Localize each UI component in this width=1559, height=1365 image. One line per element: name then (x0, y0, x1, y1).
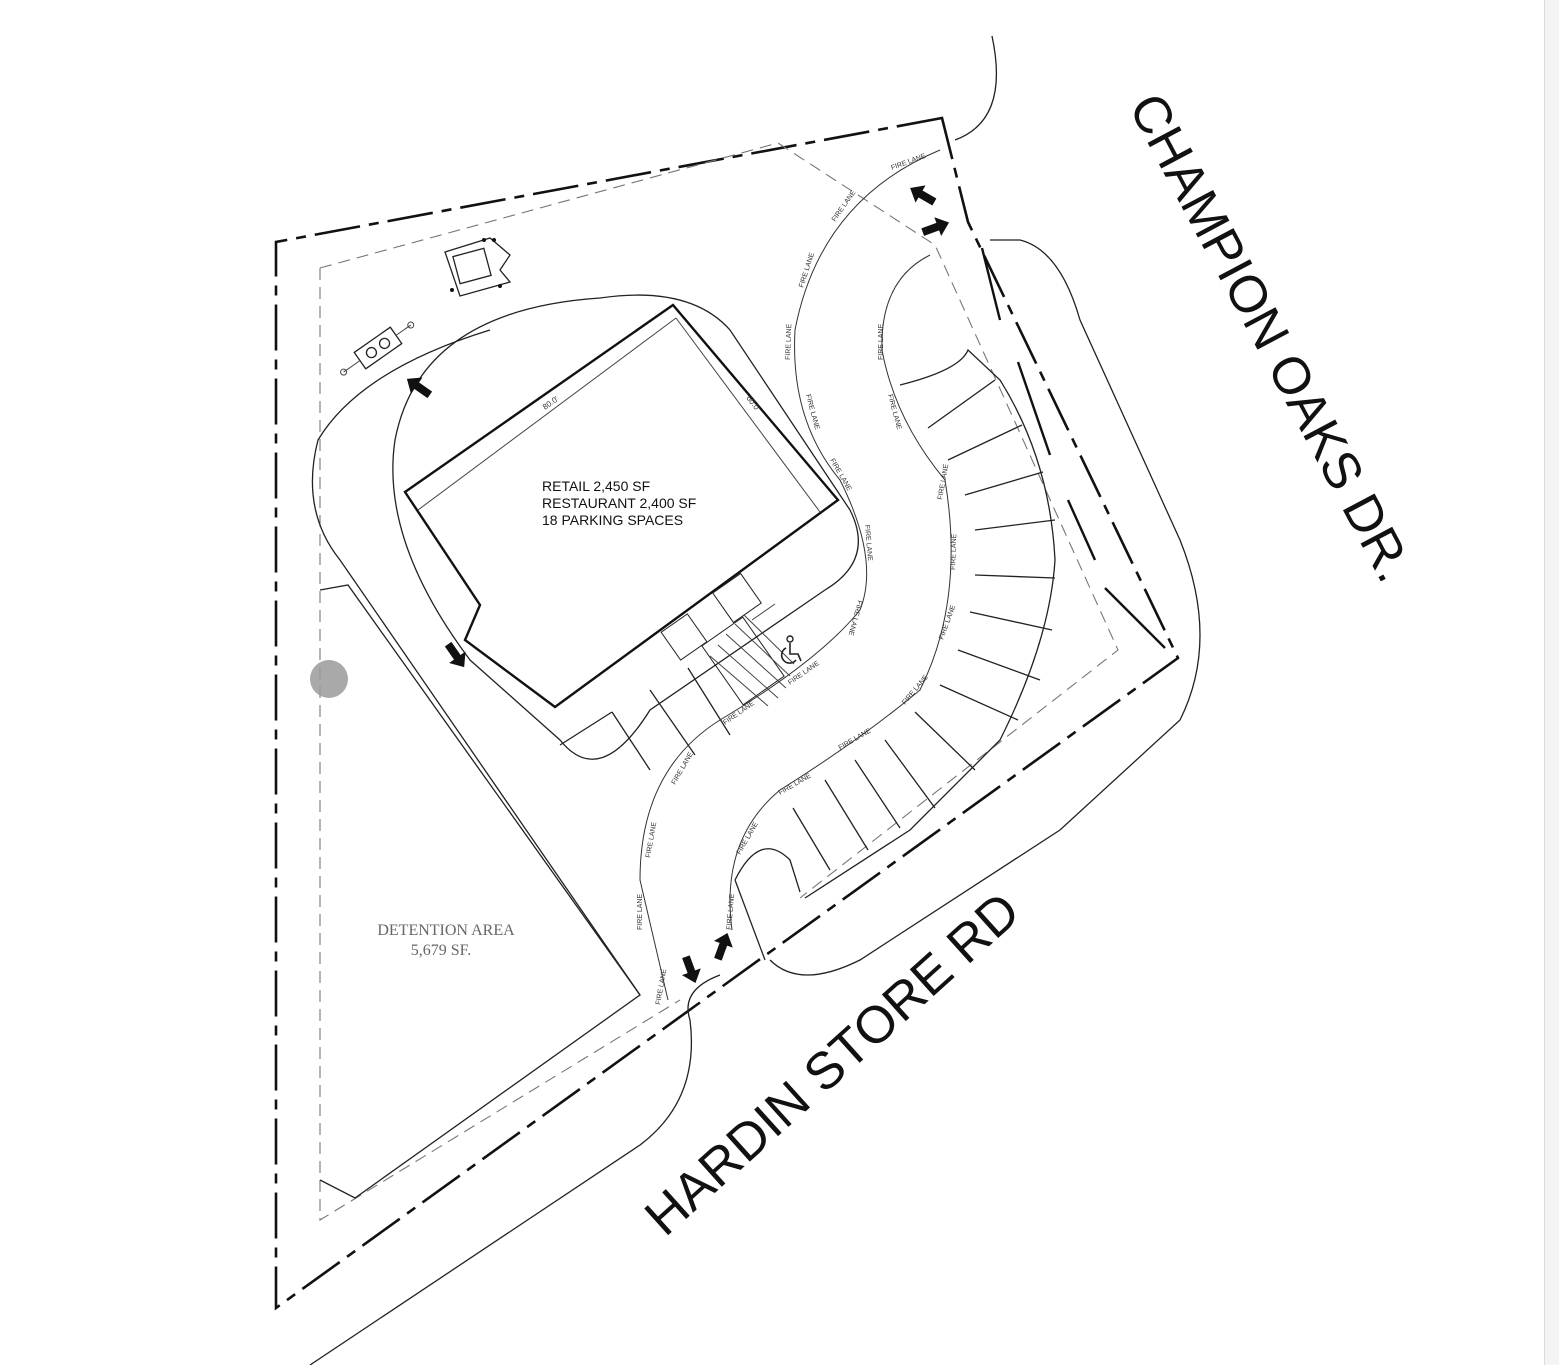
fire-lane-label: FIRE LANE (655, 968, 668, 1005)
detention-area-size: 5,679 SF. (411, 942, 472, 959)
touch-indicator (310, 660, 348, 698)
fire-lane-label: FIRE LANE (726, 893, 736, 930)
fire-lane-label: FIRE LANE (645, 821, 658, 858)
road-curve-east (769, 239, 1201, 976)
fire-lane-label: FIRE LANE (937, 463, 950, 500)
fire-lane-label: FIRE LANE (901, 674, 930, 706)
curb-inner (392, 294, 859, 760)
detention-area-label: DETENTION AREA (377, 922, 515, 939)
drive-edge-west (311, 329, 641, 996)
fire-lane-label: FIRE LANE (722, 700, 756, 727)
street-label-champion-oaks: CHAMPION OAKS DR. (1117, 84, 1423, 591)
fire-lane-label: FIRE LANE (671, 751, 695, 786)
building-width-dimension (417, 317, 677, 511)
road-edge-champion-oaks (954, 35, 998, 141)
crosswalk (660, 572, 795, 707)
fire-lane-label: FIRE LANE (778, 772, 813, 796)
fire-lane-path-inner (729, 254, 952, 931)
road-edge-hardin-store (309, 974, 721, 1365)
dumpster-enclosure-icon (444, 237, 512, 297)
street-label-hardin-store: HARDIN STORE RD (634, 882, 1031, 1247)
building-label-retail: RETAIL 2,450 SF (542, 478, 650, 494)
accessible-sign-bar (751, 603, 776, 621)
building-label-restaurant: RESTAURANT 2,400 SF (542, 495, 696, 511)
fire-lane-label: FIRE LANE (828, 458, 852, 493)
fire-lane-label: FIRE LANE (950, 533, 958, 570)
fire-lane-label: FIRE LANE (847, 599, 863, 636)
fire-lane-path (639, 149, 941, 1001)
fire-lane-label: FIRE LANE (736, 821, 760, 856)
parking-stripes-south (559, 667, 731, 771)
detention-area-outline (319, 584, 641, 1199)
building-depth-dimension (675, 317, 821, 513)
fire-lane-label: FIRE LANE (787, 660, 821, 687)
row-line-champion-oaks (980, 247, 1166, 649)
setback-line (319, 142, 1119, 1221)
accessible-parking-icon (780, 635, 802, 664)
dimension-depth-label: 60.0' (744, 394, 762, 413)
building-footprint (403, 303, 840, 709)
scrollbar-track[interactable] (1544, 0, 1559, 1365)
dimension-width-label: 80.0' (541, 394, 561, 411)
property-boundary (274, 116, 1180, 1311)
direction-arrow-icon (406, 185, 950, 984)
fire-lane-label: FIRE LANE (831, 189, 858, 223)
fire-lane-label: FIRE LANE (878, 323, 885, 360)
parking-row-east (804, 348, 1056, 899)
island-south (734, 848, 801, 961)
parking-stripes-east (792, 379, 1056, 871)
fire-lane-label: FIRE LANE (785, 323, 793, 360)
fire-lane-labels: FIRE LANE FIRE LANE FIRE LANE FIRE LANE … (637, 153, 958, 1006)
fire-lane-label: FIRE LANE (804, 394, 820, 431)
fire-lane-label: FIRE LANE (863, 525, 873, 562)
fire-lane-label: FIRE LANE (886, 394, 902, 431)
fire-lane-label: FIRE LANE (938, 604, 957, 641)
utility-transformer-icon (340, 321, 415, 376)
fire-lane-label: FIRE LANE (838, 727, 873, 751)
fire-lane-label: FIRE LANE (890, 153, 927, 172)
building-label-parking: 18 PARKING SPACES (542, 512, 683, 528)
fire-lane-label: FIRE LANE (637, 893, 644, 930)
